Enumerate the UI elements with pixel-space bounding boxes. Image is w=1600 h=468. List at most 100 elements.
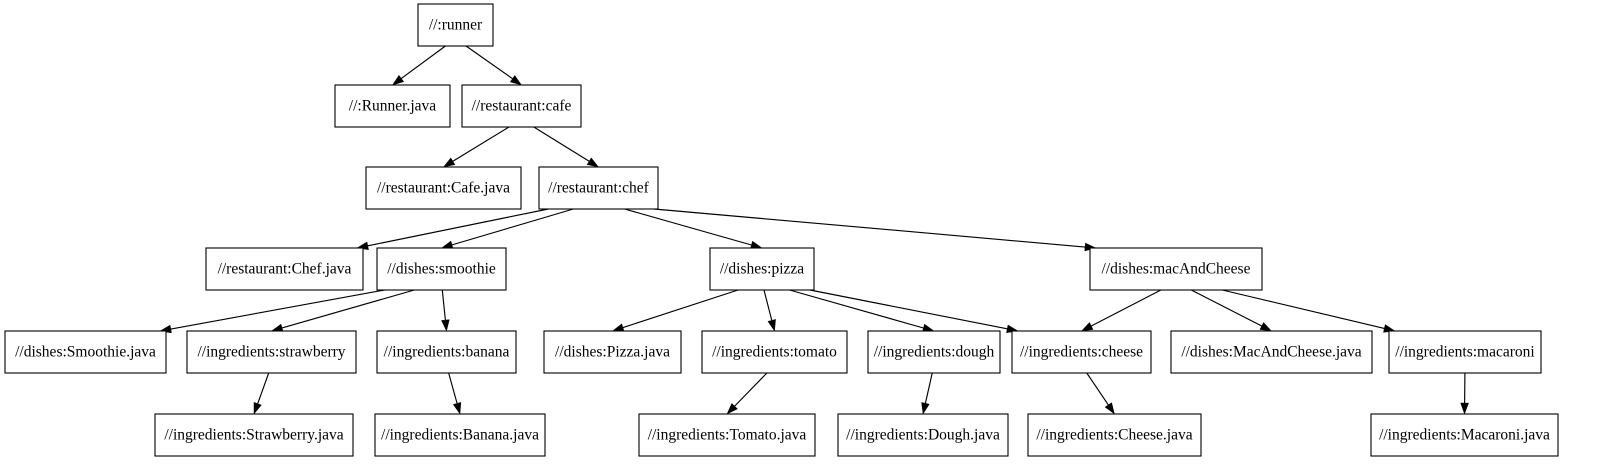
graph-node-label: //ingredients:Macaroni.java	[1379, 427, 1550, 444]
graph-node-box[interactable]	[186, 330, 357, 374]
graph-node-label: //ingredients:Strawberry.java	[164, 427, 343, 444]
graph-node-box[interactable]	[638, 413, 816, 457]
graph-edge	[533, 126, 590, 162]
graph-node[interactable]: //ingredients:dough	[867, 330, 1001, 374]
graph-node-label: //dishes:Pizza.java	[555, 344, 670, 361]
graph-node-label: //ingredients:Dough.java	[846, 427, 1000, 444]
graph-edge	[924, 372, 933, 404]
graph-node-box[interactable]	[837, 413, 1009, 457]
graph-edge	[170, 289, 385, 330]
graph-node[interactable]: //ingredients:Macaroni.java	[1370, 413, 1559, 457]
graph-edge	[448, 372, 458, 404]
graph-node-label: //dishes:MacAndCheese.java	[1181, 344, 1361, 361]
graph-node-label: //restaurant:Cafe.java	[377, 180, 510, 197]
graph-edge	[624, 208, 752, 246]
graph-node-box[interactable]	[867, 330, 1001, 374]
graph-node[interactable]: //dishes:pizza	[709, 247, 815, 291]
graph-node[interactable]: //dishes:Pizza.java	[543, 330, 682, 374]
graph-node-label: //dishes:smoothie	[387, 261, 496, 278]
graph-node[interactable]: //ingredients:macaroni	[1388, 330, 1542, 374]
graph-edge-arrowhead	[1259, 322, 1273, 332]
graph-node[interactable]: //ingredients:cheese	[1011, 330, 1152, 374]
graph-node-box[interactable]	[1370, 413, 1559, 457]
node-layer: //:runner //:Runner.java //restaurant:cafe…	[4, 3, 1559, 457]
graph-node-box[interactable]	[538, 166, 659, 210]
graph-edge	[1086, 372, 1109, 406]
graph-node[interactable]: //restaurant:Cafe.java	[365, 166, 522, 210]
graph-edge	[451, 208, 574, 246]
graph-node-label: //ingredients:cheese	[1020, 344, 1143, 361]
graph-node[interactable]: //dishes:Smoothie.java	[4, 330, 167, 374]
graph-node-label: //ingredients:dough	[874, 344, 995, 361]
graph-node-box[interactable]	[4, 330, 167, 374]
graph-node[interactable]: //dishes:smoothie	[376, 247, 507, 291]
graph-node-box[interactable]	[374, 413, 546, 457]
graph-node[interactable]: //restaurant:chef	[538, 166, 659, 210]
graph-node-label: //dishes:Smoothie.java	[15, 344, 156, 361]
graph-node-label: //ingredients:tomato	[712, 344, 837, 361]
graph-node[interactable]: //ingredients:strawberry	[186, 330, 357, 374]
graph-node-box[interactable]	[154, 413, 354, 457]
graph-node[interactable]: //restaurant:Chef.java	[205, 247, 364, 291]
graph-edge	[763, 289, 773, 321]
graph-edge	[452, 126, 510, 162]
graph-node-label: //dishes:macAndCheese	[1102, 261, 1251, 278]
graph-edge	[1091, 289, 1162, 327]
graph-node-label: //ingredients:macaroni	[1395, 344, 1535, 361]
graph-node-label: //:Runner.java	[349, 98, 437, 115]
graph-node-box[interactable]	[709, 247, 815, 291]
graph-edge-arrowhead	[767, 319, 776, 332]
graph-edge	[367, 208, 549, 247]
graph-node-box[interactable]	[543, 330, 682, 374]
graph-node-label: //ingredients:Cheese.java	[1036, 427, 1192, 444]
graph-node[interactable]: //ingredients:Strawberry.java	[154, 413, 354, 457]
graph-edge	[653, 208, 1086, 248]
graph-edge	[257, 372, 270, 404]
graph-node-label: //restaurant:Chef.java	[218, 261, 352, 278]
graph-edge-arrowhead	[1460, 402, 1469, 415]
graph-edge-arrowhead	[1104, 402, 1115, 415]
graph-edge	[1191, 289, 1262, 327]
graph-node-box[interactable]	[701, 330, 848, 374]
graph-node[interactable]: //dishes:macAndCheese	[1089, 247, 1263, 291]
graph-node-box[interactable]	[417, 3, 494, 47]
graph-edge	[734, 372, 768, 407]
graph-node-box[interactable]	[1388, 330, 1542, 374]
graph-node-box[interactable]	[1089, 247, 1263, 291]
graph-edge	[809, 289, 1008, 330]
graph-node[interactable]: //ingredients:tomato	[701, 330, 848, 374]
graph-edge	[401, 45, 446, 79]
graph-node[interactable]: //ingredients:banana	[376, 330, 517, 374]
graph-node[interactable]: //:Runner.java	[334, 84, 451, 128]
graph-node-box[interactable]	[376, 247, 507, 291]
graph-edge	[465, 45, 513, 80]
graph-edge-arrowhead	[443, 157, 456, 168]
graph-node-label: //ingredients:strawberry	[197, 344, 345, 361]
graph-node[interactable]: //restaurant:cafe	[461, 84, 582, 128]
graph-node-box[interactable]	[376, 330, 517, 374]
graph-node-box[interactable]	[365, 166, 522, 210]
graph-node-label: //ingredients:banana	[384, 344, 510, 361]
graph-node-label: //restaurant:cafe	[472, 98, 572, 115]
graph-node[interactable]: //ingredients:Tomato.java	[638, 413, 816, 457]
graph-edge-arrowhead	[509, 75, 522, 86]
graph-node-box[interactable]	[1011, 330, 1152, 374]
graph-node[interactable]: //dishes:MacAndCheese.java	[1170, 330, 1373, 374]
graph-edge-arrowhead	[921, 402, 930, 415]
graph-node[interactable]: //ingredients:Dough.java	[837, 413, 1009, 457]
graph-node-box[interactable]	[205, 247, 364, 291]
graph-edge-arrowhead	[611, 323, 625, 332]
graph-node[interactable]: //:runner	[417, 3, 494, 47]
graph-node-box[interactable]	[334, 84, 451, 128]
graph-node[interactable]: //ingredients:Cheese.java	[1027, 413, 1202, 457]
graph-node-box[interactable]	[461, 84, 582, 128]
graph-edge-arrowhead	[726, 402, 738, 415]
graph-edge	[441, 289, 446, 321]
graph-edge-arrowhead	[392, 74, 405, 86]
graph-edge	[789, 289, 924, 329]
graph-edge-arrowhead	[452, 402, 462, 415]
graph-node[interactable]: //ingredients:Banana.java	[374, 413, 546, 457]
graph-node-box[interactable]	[1027, 413, 1202, 457]
graph-node-box[interactable]	[1170, 330, 1373, 374]
